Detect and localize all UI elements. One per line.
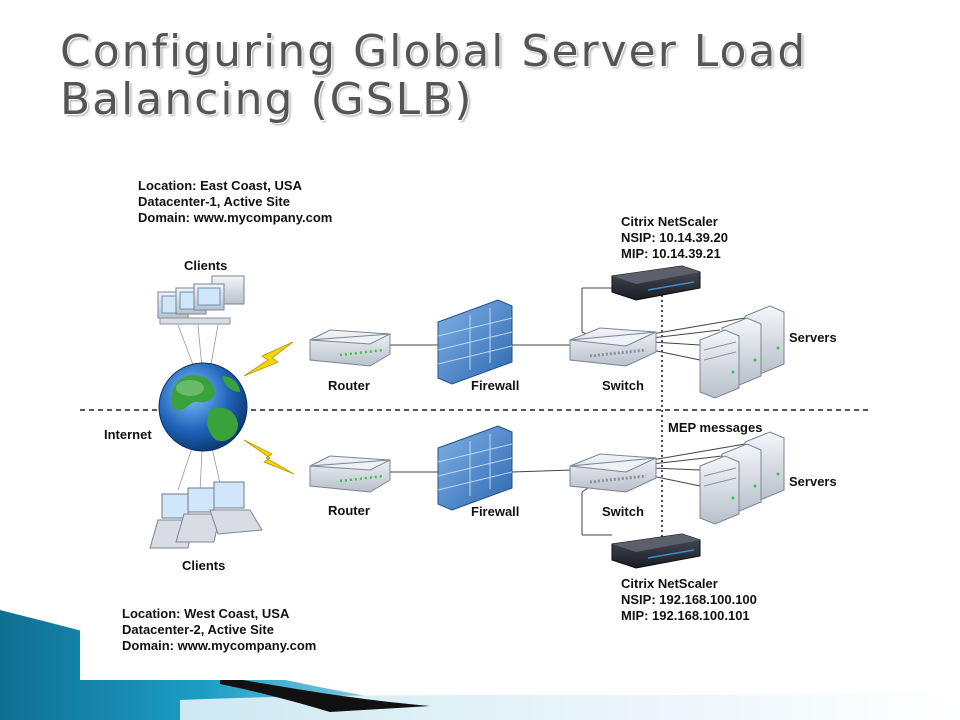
west-datacenter: Datacenter-2, Active Site [122, 622, 274, 637]
west-location: Location: West Coast, USA [122, 606, 290, 621]
east-location: Location: East Coast, USA [138, 178, 302, 193]
east-site-info: Location: East Coast, USA Datacenter-1, … [138, 178, 332, 226]
wave-dark [220, 676, 430, 712]
netscaler-bottom-mip: MIP: 192.168.100.101 [621, 608, 750, 623]
netscaler-top-nsip: NSIP: 10.14.39.20 [621, 230, 728, 245]
label-switch-top: Switch [602, 378, 644, 393]
internet-globe-icon [158, 362, 248, 452]
netscaler-top-info: Citrix NetScaler NSIP: 10.14.39.20 MIP: … [621, 214, 728, 262]
switch-top-icon [569, 327, 657, 367]
clients-bottom-icon [149, 481, 263, 549]
firewall-bottom-icon [437, 425, 513, 511]
east-datacenter: Datacenter-1, Active Site [138, 194, 290, 209]
label-clients-top: Clients [184, 258, 228, 273]
netscaler-bottom-info: Citrix NetScaler NSIP: 192.168.100.100 M… [621, 576, 757, 624]
label-servers-top: Servers [789, 330, 837, 345]
title-line-2: Balancing (GSLB) [60, 74, 474, 125]
lightning-top-icon [243, 341, 294, 377]
netscaler-bottom-nsip: NSIP: 192.168.100.100 [621, 592, 757, 607]
switch-bottom-icon [569, 453, 657, 493]
clients-top-icon [157, 275, 245, 325]
firewall-top-icon [437, 299, 513, 385]
label-internet: Internet [104, 427, 152, 442]
label-mep-messages: MEP messages [668, 420, 763, 435]
netscaler-top-mip: MIP: 10.14.39.21 [621, 246, 721, 261]
netscaler-top-icon [611, 265, 701, 301]
page-title: Configuring Global Server Load Balancing… [60, 28, 920, 124]
label-firewall-bottom: Firewall [471, 504, 520, 519]
servers-bottom-icon [699, 431, 785, 525]
netscaler-bottom-icon [611, 533, 701, 569]
servers-top-icon [699, 305, 785, 399]
router-top-icon [309, 329, 391, 367]
label-firewall-top: Firewall [471, 378, 520, 393]
east-domain: Domain: www.mycompany.com [138, 210, 333, 225]
west-domain: Domain: www.mycompany.com [122, 638, 317, 653]
wave-light [180, 690, 960, 720]
bottom-links [385, 443, 746, 536]
label-router-bottom: Router [328, 503, 370, 518]
west-site-info: Location: West Coast, USA Datacenter-2, … [122, 606, 316, 654]
top-links [385, 287, 746, 361]
netscaler-bottom-name: Citrix NetScaler [621, 576, 718, 591]
title-line-1: Configuring Global Server Load [60, 26, 808, 77]
lightning-bottom-icon [243, 439, 295, 475]
router-bottom-icon [309, 455, 391, 493]
netscaler-top-name: Citrix NetScaler [621, 214, 718, 229]
label-servers-bottom: Servers [789, 474, 837, 489]
label-switch-bottom: Switch [602, 504, 644, 519]
label-clients-bottom: Clients [182, 558, 226, 573]
label-router-top: Router [328, 378, 370, 393]
